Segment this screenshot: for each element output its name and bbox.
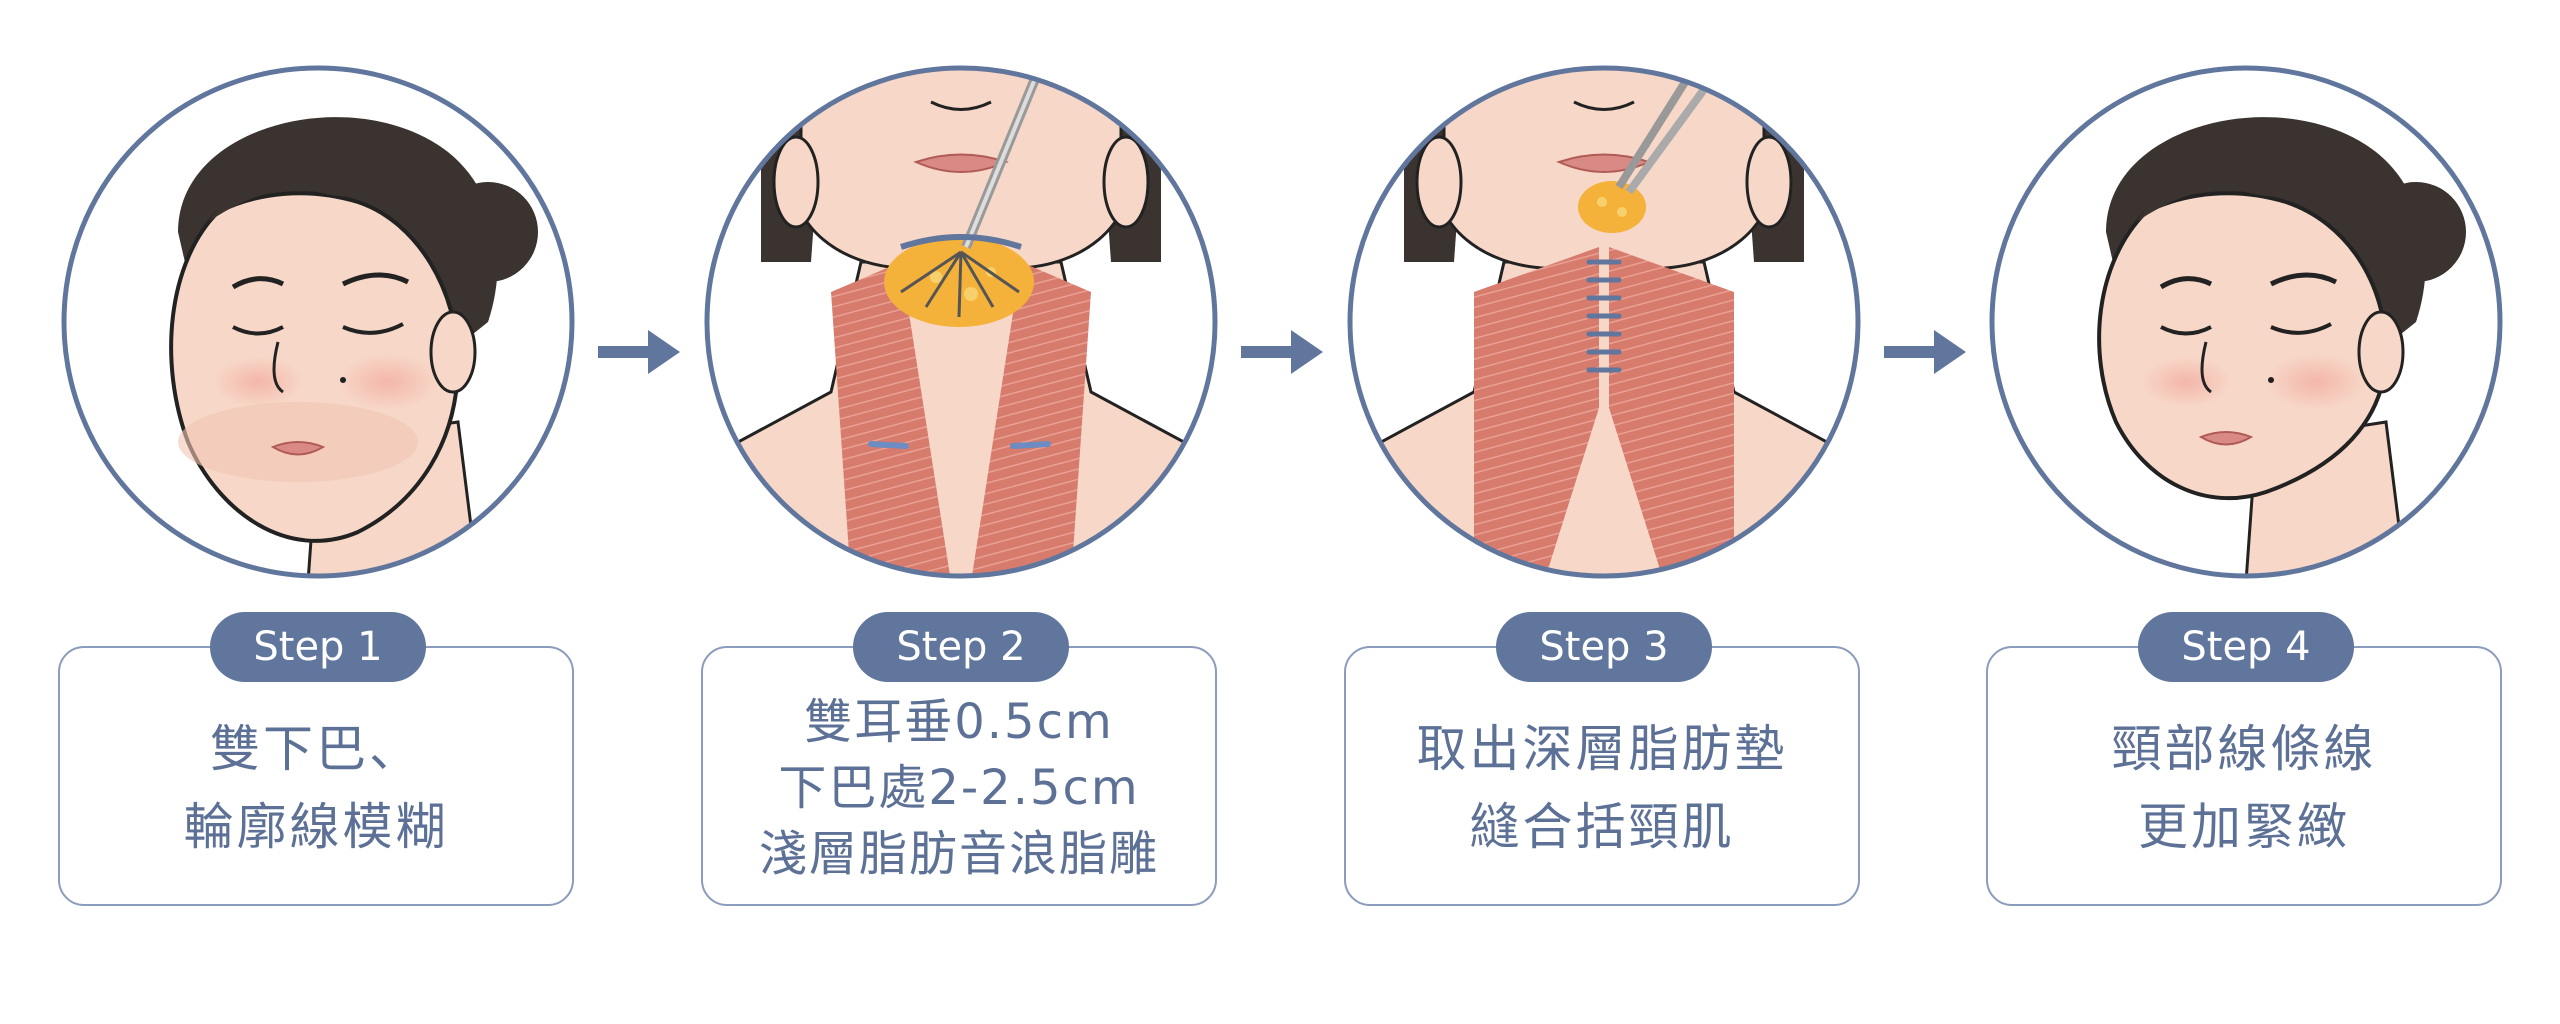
step-description-line: 雙下巴、 [210,720,422,778]
arrow-right-icon [592,322,684,382]
step-3: Step 3 取出深層脂肪墊 縫合括頸肌 [1344,0,1864,1024]
step-badge: Step 4 [2138,612,2354,682]
step-2: Step 2 雙耳垂0.5cm 下巴處2-2.5cm 淺層脂肪音浪脂雕 [701,0,1221,1024]
arrow-right-icon [1878,322,1970,382]
step-description-line: 輪廓線模糊 [183,798,449,856]
step-description-line: 縫合括頸肌 [1469,798,1735,856]
step-4: Step 4 頸部線條線 更加緊緻 [1986,0,2506,1024]
step-description-line: 雙耳垂0.5cm [804,694,1114,750]
neck-fat-liposuction-illustration [701,62,1221,582]
step-description-line: 取出深層脂肪墊 [1416,720,1788,778]
step-description-card: 取出深層脂肪墊 縫合括頸肌 [1344,646,1860,906]
arrow-right-icon [1235,322,1327,382]
step-description-card: 頸部線條線 更加緊緻 [1986,646,2502,906]
neck-muscle-suture-illustration [1344,62,1864,582]
step-1: Step 1 雙下巴、 輪廓線模糊 [58,0,578,1024]
step-description-line: 頸部線條線 [2111,720,2377,778]
face-contoured-illustration [1986,62,2506,582]
step-description-line: 淺層脂肪音浪脂雕 [758,826,1159,882]
step-description-line: 下巴處2-2.5cm [778,760,1140,816]
step-badge: Step 1 [210,612,426,682]
face-double-chin-illustration [58,62,578,582]
step-description-card: 雙耳垂0.5cm 下巴處2-2.5cm 淺層脂肪音浪脂雕 [701,646,1217,906]
step-description-card: 雙下巴、 輪廓線模糊 [58,646,574,906]
step-description-line: 更加緊緻 [2138,798,2350,856]
step-badge: Step 2 [853,612,1069,682]
step-badge: Step 3 [1496,612,1712,682]
